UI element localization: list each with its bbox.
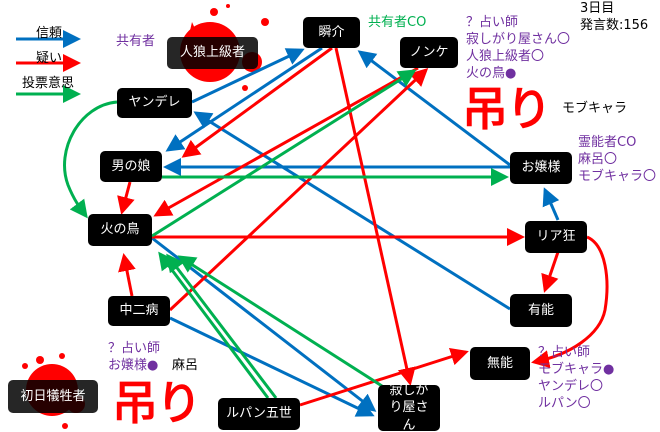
doubt-arrow-shunsuke-sabishigari (334, 47, 416, 386)
trust-arrow-riakyou-ojousama (542, 187, 560, 221)
doubt-arrow-chuunibyou-nonke (168, 67, 429, 312)
trust-arrow-shunsuke-otokonoko (165, 46, 323, 152)
legend-label-vote: 投票意思 (22, 76, 75, 91)
note-line: モブキャラ〇 (578, 169, 657, 184)
note-line: 人狼上級者〇 (466, 49, 545, 64)
note-line: ？占い師 (108, 341, 161, 356)
doubt-arrow-riakyou-munou (531, 235, 609, 368)
nonke-notes: ？占い師 寂しがり屋さん〇 人狼上級者〇 火の鳥● (466, 14, 570, 82)
vote-arrow-lupin-hinotori-2 (166, 253, 278, 399)
speech-count: 発言数:156 (580, 18, 649, 33)
node-lupin[interactable]: ルパン五世 (218, 398, 300, 430)
doubt-arrow-lupin-munou (299, 347, 469, 407)
hanged-mark-nonke: 吊り (462, 82, 552, 136)
note-line: ヤンデレ〇 (538, 379, 604, 394)
note-line: ？占い師 (538, 345, 591, 360)
ojousama-notes: 霊能者CO 麻呂〇 モブキャラ〇 (578, 134, 656, 185)
jinro-role-note: 共有者 (116, 34, 156, 49)
note-line: モブキャラ● (538, 362, 615, 377)
doubt-arrow-otokonoko-hinotori (117, 181, 135, 215)
legend-label-doubt: 疑い (36, 51, 63, 66)
vote-arrow-hinotori-nonke (151, 69, 417, 238)
doubt-arrow-chuunibyou-hinotori (118, 253, 136, 297)
node-yuunou[interactable]: 有能 (510, 294, 572, 327)
note-line: ？占い師 (466, 15, 519, 30)
vote-arrow-yandere-hinotori (63, 100, 118, 219)
shonichi-sub-note: 麻呂 (172, 358, 199, 373)
node-sabishigari[interactable]: 寂しがり屋さん (378, 383, 440, 432)
node-yandere[interactable]: ヤンデレ (117, 88, 192, 118)
node-ojousama[interactable]: お嬢様 (510, 152, 572, 184)
note-line: お嬢様● (108, 358, 159, 373)
day-counter: 3日目 (580, 1, 615, 16)
trust-arrow-yuunou-yandere (193, 111, 511, 311)
node-shunsuke[interactable]: 瞬介 (303, 17, 360, 48)
shonichi-notes: ？占い師 お嬢様● (108, 340, 160, 374)
node-riakyou[interactable]: リア狂 (525, 221, 587, 253)
node-shonichi[interactable]: 初日犠牲者 (8, 380, 98, 413)
doubt-arrow-nonke-hinotori (153, 66, 419, 217)
node-munou[interactable]: 無能 (470, 347, 530, 380)
note-line: 霊能者CO (578, 135, 637, 150)
munou-notes: ？占い師 モブキャラ● ヤンデレ〇 ルパン〇 (538, 344, 614, 412)
legend-label-trust: 信頼 (36, 26, 63, 41)
note-line: ルパン〇 (538, 396, 591, 411)
trust-arrow-yandere-shunsuke (191, 48, 305, 104)
hanged-mark-shonichi: 吊り (112, 376, 202, 430)
status-panel: 3日目 発言数:156 (580, 0, 648, 34)
vote-arrow-sabishigari-hinotori (177, 255, 383, 388)
note-line: 麻呂〇 (578, 152, 618, 167)
node-chuunibyou[interactable]: 中二病 (108, 296, 170, 326)
trust-arrow-ojousama-shunsuke (357, 50, 511, 167)
doubt-arrow-shunsuke-otokonoko (181, 46, 333, 158)
note-line: 寂しがり屋さん〇 (466, 32, 571, 47)
node-jinro[interactable]: 人狼上級者 (167, 37, 258, 69)
doubt-arrow-riakyou-yuunou (541, 251, 560, 293)
node-nonke[interactable]: ノンケ (400, 37, 458, 68)
nonke-sub-note: モブキャラ (562, 101, 628, 116)
note-line: 火の鳥● (466, 66, 517, 81)
vote-arrow-lupin-hinotori-1 (158, 251, 270, 399)
node-hinotori[interactable]: 火の鳥 (88, 214, 152, 246)
shunsuke-role-note: 共有者CO (368, 15, 427, 30)
trust-arrow-chuunibyou-sabishigari (169, 316, 375, 417)
node-otokonoko[interactable]: 男の娘 (100, 151, 162, 182)
